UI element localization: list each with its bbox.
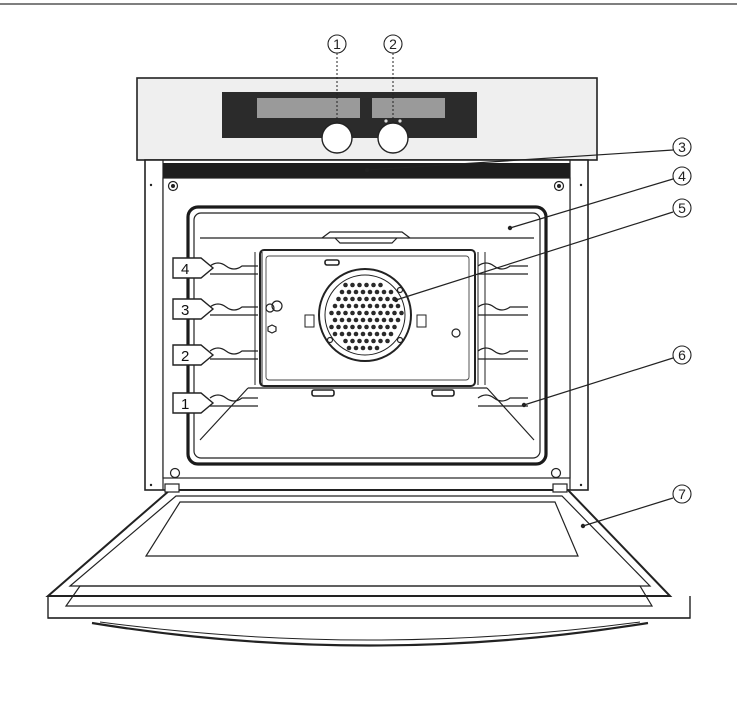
- callout-7-number: 7: [678, 486, 686, 502]
- callout-5-number: 5: [678, 200, 686, 216]
- shelf-level-3-number: 3: [181, 302, 189, 319]
- callout-3-number: 3: [678, 139, 686, 155]
- callout-1-number: 1: [333, 36, 341, 52]
- callout-4-number: 4: [678, 168, 686, 184]
- oven-door: [48, 484, 690, 646]
- callout-7: 7: [581, 485, 691, 528]
- fan-cover: [319, 269, 411, 361]
- function-selector-knob: [322, 123, 352, 153]
- shelf-level-2-number: 2: [181, 348, 189, 365]
- display-window-left: [257, 98, 360, 118]
- door-glass: [146, 502, 578, 556]
- door-handle: [92, 623, 648, 646]
- temperature-selector-knob: [378, 123, 408, 153]
- shelf-level-4-number: 4: [181, 261, 189, 278]
- control-panel: [137, 78, 597, 160]
- display-window-right: [372, 98, 445, 118]
- callout-6-number: 6: [678, 347, 686, 363]
- shelf-level-1-number: 1: [181, 396, 189, 413]
- callout-2-number: 2: [389, 36, 397, 52]
